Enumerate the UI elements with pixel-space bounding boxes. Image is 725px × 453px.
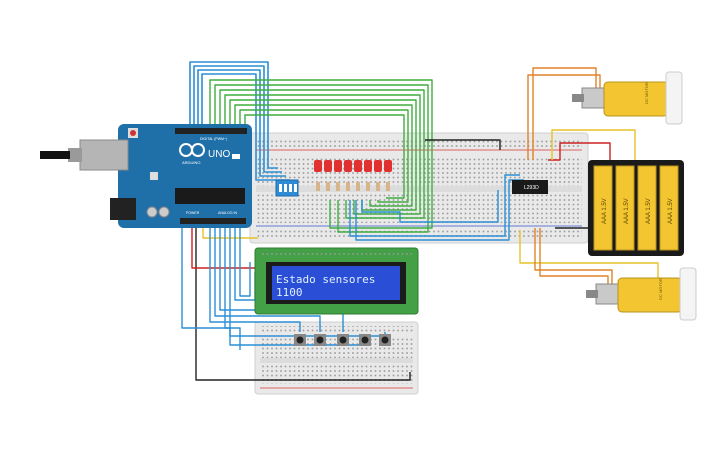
red-led [364,160,372,172]
capacitor [146,206,158,218]
push-button-row[interactable] [294,334,391,346]
dc-motor-bottom: DC MOTOR [586,267,697,321]
driver-chip-label: L293D [524,185,539,191]
resistor [346,182,350,191]
cell-label: AAA 1.5V [602,198,608,224]
led-array [314,160,392,172]
resistor [316,182,320,191]
red-led [344,160,352,172]
push-button [294,334,306,346]
cell-label: AAA 1.5V [646,198,652,224]
aaa-cell: AAA 1.5V [593,165,613,251]
push-button [314,334,326,346]
resistor [366,182,370,191]
usb-port [79,139,129,171]
dc-motor-top: DC MOTOR [572,71,683,125]
resistor [356,182,360,191]
aaa-cell: AAA 1.5V [659,165,679,251]
usb-plug [68,148,82,162]
resistor-array [316,182,390,191]
resistor [326,182,330,191]
battery-pack: AAA 1.5V AAA 1.5V AAA 1.5V AAA 1.5V [588,160,684,256]
arduino-maker-label: ARDUINO [182,160,200,165]
power-label: POWER [186,211,200,215]
red-led [314,160,322,172]
wire-bundle-blue[interactable] [189,61,290,181]
motor-driver-chip: L293D [512,180,548,194]
capacitor [158,206,170,218]
arduino-logo [179,143,205,157]
arduino-uno-board[interactable]: UNO ARDUINO DIGITAL (PWM~) POWER ANALOG … [40,124,252,228]
red-led [324,160,332,172]
red-led [374,160,382,172]
red-led [334,160,342,172]
resistor [386,182,390,191]
red-led [384,160,392,172]
atmega-chip [175,188,245,204]
analog-label: ANALOG IN [218,211,238,215]
cell-label: AAA 1.5V [624,198,630,224]
lcd-module: Estado sensores 1100 [254,247,419,315]
lcd-line-1: Estado sensores [276,273,375,286]
motor-bottom-label: DC MOTOR [658,278,663,300]
power-analog-header [180,218,246,224]
lcd-breadboard [254,321,419,395]
push-button [337,334,349,346]
resistor [376,182,380,191]
digital-label: DIGITAL (PWM~) [200,137,227,141]
on-led [232,154,240,159]
wire-orange[interactable] [527,67,613,288]
push-button [359,334,371,346]
main-breadboard [249,132,589,244]
usb-cable [40,151,70,159]
motor-top-label: DC MOTOR [644,82,649,104]
aaa-cell: AAA 1.5V [615,165,635,251]
dip-switch[interactable] [275,179,299,197]
digital-header [175,128,247,134]
cell-label: AAA 1.5V [668,198,674,224]
aaa-cell: AAA 1.5V [637,165,657,251]
push-button [379,334,391,346]
led-indicator [150,172,158,180]
uno-brand: UNO [208,149,230,160]
resistor [336,182,340,191]
red-led [354,160,362,172]
power-jack [110,198,136,220]
lcd-line-2: 1100 [276,286,303,299]
